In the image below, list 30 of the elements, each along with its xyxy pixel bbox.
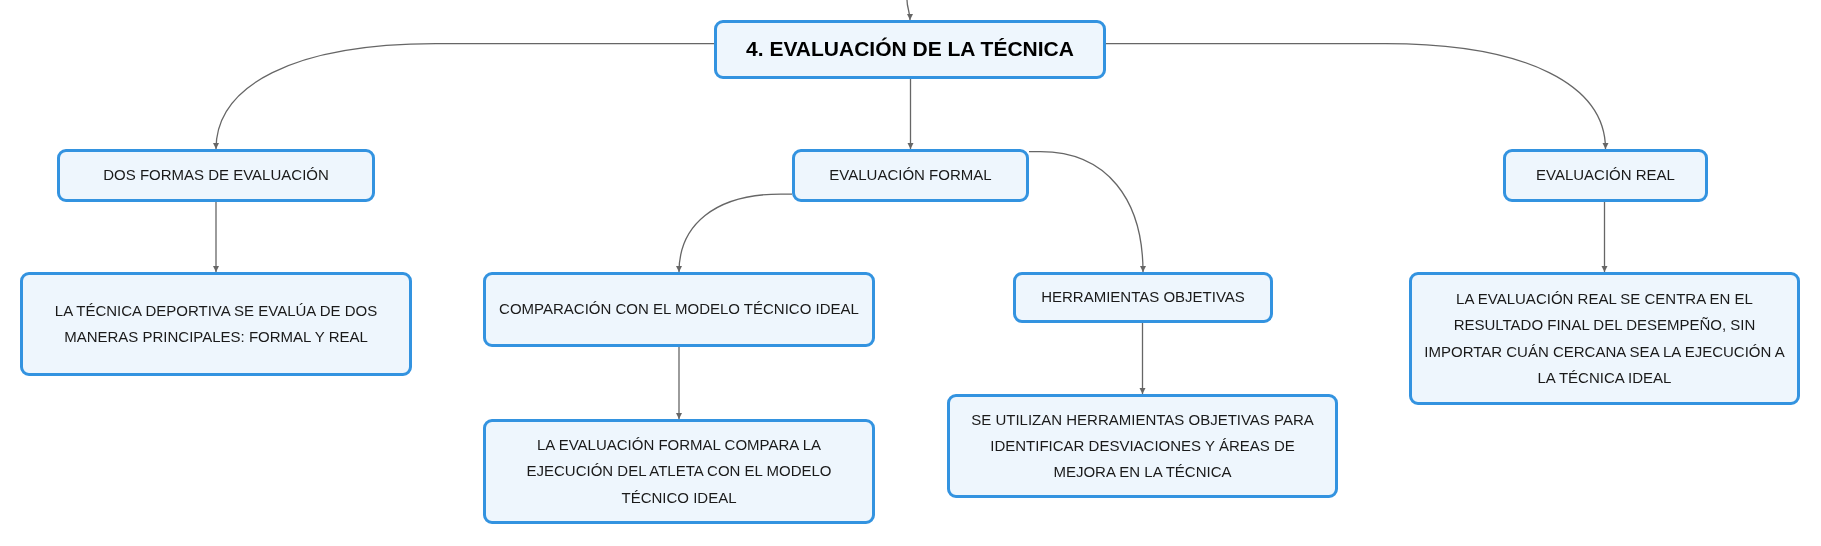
concept-box xyxy=(792,149,1029,202)
node-text: COMPARACIÓN CON EL MODELO TÉCNICO IDEAL xyxy=(499,299,859,320)
concept-box xyxy=(1503,149,1708,202)
concept-box xyxy=(483,272,875,347)
connector-arrow xyxy=(1139,322,1146,395)
node-text: 4. EVALUACIÓN DE LA TÉCNICA xyxy=(746,36,1074,63)
node-text: EVALUACIÓN REAL xyxy=(1536,165,1675,186)
node-text: LA TÉCNICA DEPORTIVA SE EVALÚA DE DOS MANERAS PRINCIPALES: FORMAL Y REAL xyxy=(53,300,379,347)
node-text: DOS FORMAS DE EVALUACIÓN xyxy=(103,165,329,186)
connector-arrow xyxy=(1601,201,1608,273)
concept-box xyxy=(1409,272,1800,405)
connector-arrow xyxy=(676,193,793,273)
concept-box xyxy=(947,394,1338,498)
node-text: LA EVALUACIÓN REAL SE CENTRA EN EL RESULTADO FINAL DEL DESEMPEÑO, SIN IMPORTAR CUÁN CERCANA SEA LA EJECUCIÓN A LA TÉCNICA IDEAL xyxy=(1424,289,1785,388)
node-text: EVALUACIÓN FORMAL xyxy=(829,165,992,186)
connector-arrow xyxy=(1105,42,1609,150)
connector-arrow xyxy=(1028,151,1146,273)
connector-arrow xyxy=(675,346,683,420)
connector-arrow xyxy=(212,201,220,273)
connector-arrow xyxy=(907,78,914,150)
concept-box xyxy=(483,419,875,524)
node-text: HERRAMIENTAS OBJETIVAS xyxy=(1041,287,1245,308)
node-text: LA EVALUACIÓN FORMAL COMPARA LA EJECUCIÓN DEL ATLETA CON EL MODELO TÉCNICO IDEAL xyxy=(525,435,833,508)
connector-arrow xyxy=(906,0,914,21)
concept-box xyxy=(57,149,375,202)
connector-arrow xyxy=(213,42,715,150)
node-text: SE UTILIZAN HERRAMIENTAS OBJETIVAS PARA IDENTIFICAR DESVIACIONES Y ÁREAS DE MEJORA EN LA TÉCNICA xyxy=(970,409,1315,483)
concept-box xyxy=(20,272,412,376)
concept-box xyxy=(1013,272,1273,323)
topic-box xyxy=(714,20,1106,79)
